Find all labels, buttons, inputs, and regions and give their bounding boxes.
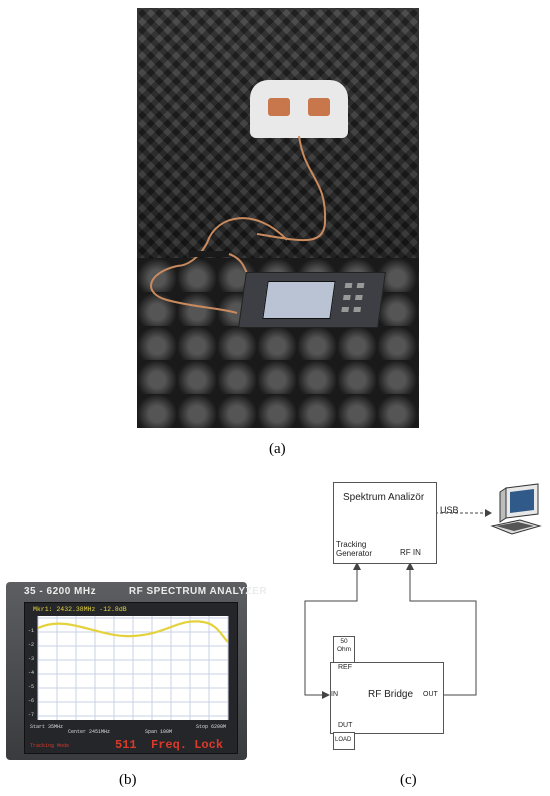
load-label: LOAD: [335, 737, 352, 743]
y-tick: -6: [28, 698, 34, 704]
device-button: [353, 307, 362, 312]
out-port-label: OUT: [423, 691, 438, 698]
stop-frequency: Stop 6200M: [196, 724, 227, 730]
trace-line: [37, 620, 229, 643]
freq-lock-status: 511 Freq. Lock: [115, 738, 224, 752]
y-tick: -3: [28, 656, 34, 662]
tracking-generator-line2: Generator: [336, 549, 373, 558]
y-tick: -7: [28, 712, 34, 718]
ohm-value: 50: [340, 638, 348, 645]
device-button: [343, 295, 351, 300]
tracking-generator-line1: Tracking: [336, 540, 367, 549]
y-tick-labels: -1 -2 -3 -4 -5 -6 -7: [28, 628, 34, 718]
y-tick: -2: [28, 642, 34, 648]
tracking-mode-label: Tracking Mode: [30, 743, 70, 749]
frequency-range-label: 35 - 6200 MHz: [24, 586, 97, 597]
connection-lines: [304, 509, 492, 699]
analyzer-title: RF SPECTRUM ANALYZER: [128, 586, 268, 597]
device-screen: [262, 281, 336, 319]
center-frequency: Center 2451MHz: [68, 729, 111, 735]
spectrum-analyzer-device: [238, 272, 386, 328]
plot-grid: [37, 616, 229, 720]
load-block: [333, 732, 355, 750]
caption-a: (a): [269, 441, 286, 457]
caption-b: (b): [119, 772, 137, 788]
computer-icon: [490, 483, 542, 535]
rf-bridge-label: RF Bridge: [368, 689, 414, 700]
antenna-patch-right: [308, 98, 330, 116]
screen-header: 35 - 6200 MHz RF SPECTRUM ANALYZER: [24, 586, 267, 597]
y-tick: -5: [28, 684, 34, 690]
marker-readout: Mkr1: 2432.38MHz -12.8dB: [33, 606, 127, 613]
spectrum-analyzer-block: [333, 482, 437, 564]
spectrum-plot: -1 -2 -3 -4 -5 -6 -7: [28, 616, 229, 720]
device-button: [356, 283, 365, 288]
ref-port-label: REF: [338, 664, 352, 671]
dut-port-label: DUT: [338, 722, 353, 729]
tracking-generator-label: Tracking Generator: [336, 540, 372, 558]
start-frequency: Start 35MHz: [30, 724, 64, 730]
antenna-under-test: [250, 80, 348, 138]
ohm-label: 50 Ohm: [335, 638, 353, 654]
spectrum-analyzer-label: Spektrum Analizör: [343, 492, 425, 503]
anechoic-chamber-photo: [137, 8, 419, 428]
coax-cables: [150, 135, 327, 314]
y-tick: -4: [28, 670, 34, 676]
rf-in-label: RF IN: [400, 548, 421, 557]
antenna-patch-left: [268, 98, 290, 116]
in-port-label: IN: [331, 691, 338, 698]
caption-c: (c): [400, 772, 417, 788]
device-button: [341, 307, 350, 312]
ohm-unit: Ohm: [336, 646, 352, 653]
span-label: Span 100M: [145, 729, 173, 735]
device-button: [355, 295, 363, 300]
y-tick: -1: [28, 628, 34, 634]
usb-label: USB: [440, 505, 459, 515]
rf-bridge-block: [330, 662, 444, 734]
device-button: [344, 283, 353, 288]
